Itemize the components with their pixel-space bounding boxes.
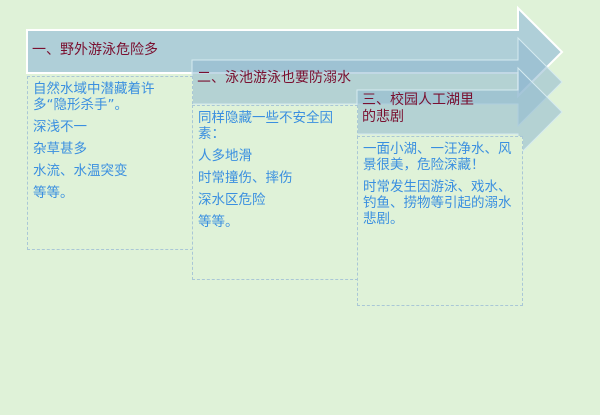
arrow-3-shape <box>356 66 563 158</box>
section-2-box: 同样隐藏一些不安全因素： 人多地滑 时常撞伤、摔伤 深水区危险 等等。 <box>192 105 358 280</box>
section-1-content: 自然水域中潜藏着许多“隐形杀手”。 深浅不一 杂草甚多 水流、水温突变 等等。 <box>33 81 188 207</box>
section-2-line: 深水区危险 <box>198 192 266 208</box>
section-1-box: 自然水域中潜藏着许多“隐形杀手”。 深浅不一 杂草甚多 水流、水温突变 等等。 <box>27 76 193 250</box>
section-1-line: 水流、水温突变 <box>33 163 128 179</box>
section-2-content: 同样隐藏一些不安全因素： 人多地滑 时常撞伤、摔伤 深水区危险 等等。 <box>198 110 353 236</box>
section-3-box: 一面小湖、一汪净水、风景很美，危险深藏！ 时常发生因游泳、戏水、钓鱼、捞物等引起… <box>357 136 523 306</box>
section-3-content: 一面小湖、一汪净水、风景很美，危险深藏！ 时常发生因游泳、戏水、钓鱼、捞物等引起… <box>363 141 518 233</box>
section-2-line: 人多地滑 <box>198 148 252 164</box>
section-1-line: 杂草甚多 <box>33 141 87 157</box>
section-1-line: 深浅不一 <box>33 119 87 135</box>
section-2-line: 等等。 <box>198 214 239 230</box>
section-2-line: 同样隐藏一些不安全因素： <box>198 110 333 142</box>
section-1-title: 一、野外游泳危险多 <box>32 42 158 58</box>
section-2-title: 二、泳池游泳也要防溺水 <box>197 70 351 86</box>
section-3-title: 三、校园人工湖里的悲剧 <box>362 92 474 125</box>
section-3-line: 时常发生因游泳、戏水、钓鱼、捞物等引起的溺水悲剧。 <box>363 179 512 227</box>
section-2-line: 时常撞伤、摔伤 <box>198 170 293 186</box>
section-1-line: 等等。 <box>33 185 74 201</box>
section-1-line: 自然水域中潜藏着许多“隐形杀手”。 <box>33 81 155 113</box>
section-3-line: 一面小湖、一汪净水、风景很美，危险深藏！ <box>363 141 512 173</box>
